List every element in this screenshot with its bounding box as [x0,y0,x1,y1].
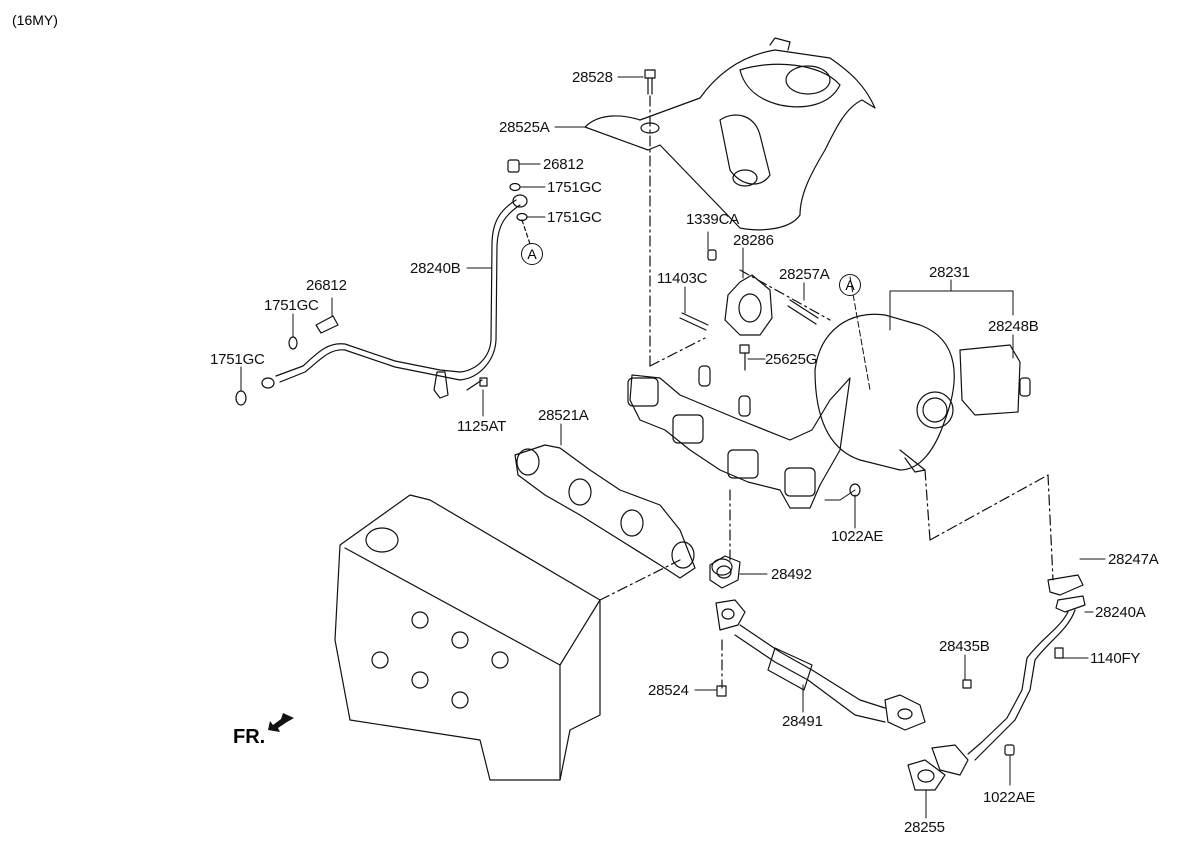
part-label-28240B[interactable]: 28240B [410,260,461,277]
part-label-1339CA[interactable]: 1339CA [686,211,740,228]
manifold-gasket-drawing [514,444,696,579]
cylinder-head-drawing [334,494,681,781]
part-label-28524[interactable]: 28524 [648,682,689,699]
exhaust-manifold-drawing [627,337,851,509]
part-label-28491[interactable]: 28491 [782,713,823,730]
part-label-1751GC-c[interactable]: 1751GC [264,297,319,314]
front-direction-label: FR. [233,726,266,748]
part-label-1751GC-d[interactable]: 1751GC [210,351,265,368]
front-arrow-icon [268,713,294,732]
part-label-1140FY[interactable]: 1140FY [1090,650,1141,667]
part-label-26812-top[interactable]: 26812 [543,156,584,173]
reference-marker-a-turbo: A [839,274,861,296]
part-label-28257A[interactable]: 28257A [779,266,830,283]
part-label-28435B[interactable]: 28435B [939,638,990,655]
oil-pipe-28240B-drawing [235,159,531,406]
reference-marker-a-left: A [521,243,543,265]
part-label-28521A[interactable]: 28521A [538,407,589,424]
part-label-26812-mid[interactable]: 26812 [306,277,347,294]
turbo-gasket-drawing [679,249,819,371]
part-label-28247A[interactable]: 28247A [1108,551,1159,568]
bolt-28528-drawing [644,69,656,371]
part-label-1125AT[interactable]: 1125AT [457,418,507,435]
heat-shield-drawing [584,37,876,231]
part-label-28240A[interactable]: 28240A [1095,604,1146,621]
part-label-28248B[interactable]: 28248B [988,318,1039,335]
part-label-28231[interactable]: 28231 [929,264,970,281]
part-label-1751GC-a[interactable]: 1751GC [547,179,602,196]
turbocharger-drawing [739,269,1031,473]
part-label-25625G[interactable]: 25625G [765,351,818,368]
part-label-11403C[interactable]: 11403C [657,270,708,287]
part-label-1022AE-b[interactable]: 1022AE [983,789,1036,806]
part-label-28492[interactable]: 28492 [771,566,812,583]
part-label-28286[interactable]: 28286 [733,232,774,249]
part-label-1751GC-b[interactable]: 1751GC [547,209,602,226]
part-label-28525A[interactable]: 28525A [499,119,550,136]
part-label-1022AE-a[interactable]: 1022AE [831,528,884,545]
part-label-28255[interactable]: 28255 [904,819,945,836]
leader-lines [240,76,1106,819]
egr-pipe-28491-drawing [711,558,972,731]
oil-return-pipe-28240A-drawing [907,469,1086,791]
part-label-28528[interactable]: 28528 [572,69,613,86]
model-year-label: (16MY) [12,12,58,28]
